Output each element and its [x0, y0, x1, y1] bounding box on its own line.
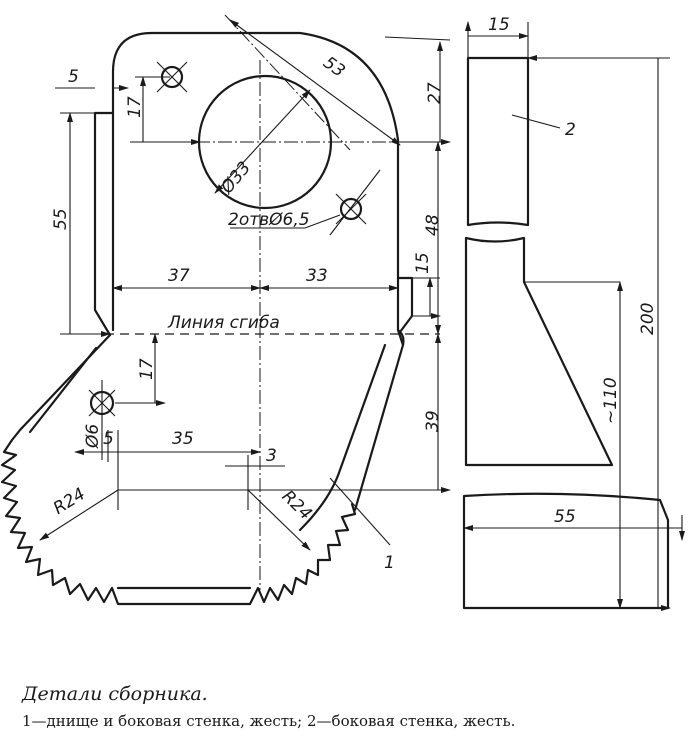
- dim-17-bottom: 17: [115, 334, 165, 403]
- svg-text:~110: ~110: [601, 377, 621, 424]
- dim-diameter-6: Ø6: [83, 380, 103, 460]
- dim-5-bottom: 5: [103, 429, 119, 510]
- part-1-bottom-and-side-wall: Линия сгиба 5 17 53 27 Ø33 2отвØ6,5: [0, 14, 450, 606]
- dim-15-top: 15: [468, 15, 528, 58]
- dim-5-top: 5: [55, 67, 128, 88]
- dim-37: 37: [112, 266, 261, 291]
- svg-text:R24: R24: [50, 484, 89, 519]
- caption-text: 1—днище и боковая стенка, жесть; 2—боков…: [22, 712, 516, 730]
- svg-text:15: 15: [488, 15, 510, 35]
- part-1-number: 1: [384, 553, 395, 573]
- svg-text:37: 37: [168, 266, 190, 286]
- svg-text:17: 17: [125, 96, 145, 118]
- svg-text:200: 200: [638, 303, 658, 335]
- diagonal-axis: [224, 14, 351, 151]
- right-flap-edge: [298, 328, 405, 532]
- svg-text:55: 55: [51, 208, 71, 230]
- right-side-tab: [396, 276, 414, 334]
- small-hole-right: [339, 197, 363, 221]
- dim-55-right: 55: [464, 507, 682, 540]
- svg-text:5: 5: [68, 67, 79, 87]
- svg-text:53: 53: [319, 53, 348, 82]
- dim-53: 53: [229, 19, 401, 146]
- dim-r24-right: R24: [247, 487, 316, 551]
- dim-39: 39: [118, 334, 450, 490]
- svg-text:35: 35: [172, 429, 194, 449]
- dim-48: 48: [423, 141, 443, 335]
- dim-3: 3: [225, 446, 285, 510]
- dim-27: 27: [384, 37, 450, 142]
- svg-text:27: 27: [425, 82, 445, 104]
- svg-text:Ø6: Ø6: [83, 424, 103, 449]
- bottom-flap-outline: [0, 333, 357, 606]
- left-side-strip: [93, 111, 115, 337]
- svg-text:2отвØ6,5: 2отвØ6,5: [228, 210, 310, 230]
- fold-line-label: Линия сгиба: [167, 313, 280, 333]
- dim-15-side: 15: [412, 252, 440, 316]
- part-2-middle-section: [464, 236, 614, 467]
- svg-text:5: 5: [103, 429, 114, 449]
- dim-110: ~110: [601, 281, 623, 609]
- dim-55-left: 55: [51, 113, 110, 334]
- svg-text:33: 33: [306, 266, 328, 286]
- part-2-number: 2: [565, 120, 576, 140]
- svg-text:55: 55: [554, 507, 576, 527]
- dim-r24-left: R24: [39, 484, 119, 541]
- part-1-outline: [111, 31, 405, 512]
- left-flap-edge: [28, 346, 98, 434]
- dim-17-top: 17: [125, 77, 200, 142]
- svg-text:15: 15: [413, 252, 433, 274]
- dim-holes-note: 2отвØ6,5: [228, 169, 381, 236]
- dim-33-horizontal: 33: [259, 266, 399, 291]
- dim-35: 35: [74, 429, 261, 455]
- svg-text:17: 17: [137, 358, 157, 380]
- svg-text:39: 39: [423, 410, 443, 432]
- svg-text:48: 48: [423, 214, 443, 236]
- dim-diameter-33: Ø33: [214, 89, 311, 198]
- part-2-side-wall: 15 200 ~110 55 2: [464, 15, 682, 608]
- svg-text:3: 3: [266, 446, 277, 466]
- part-2-top-strip: [466, 56, 530, 227]
- caption-title: Детали сборника.: [22, 683, 208, 705]
